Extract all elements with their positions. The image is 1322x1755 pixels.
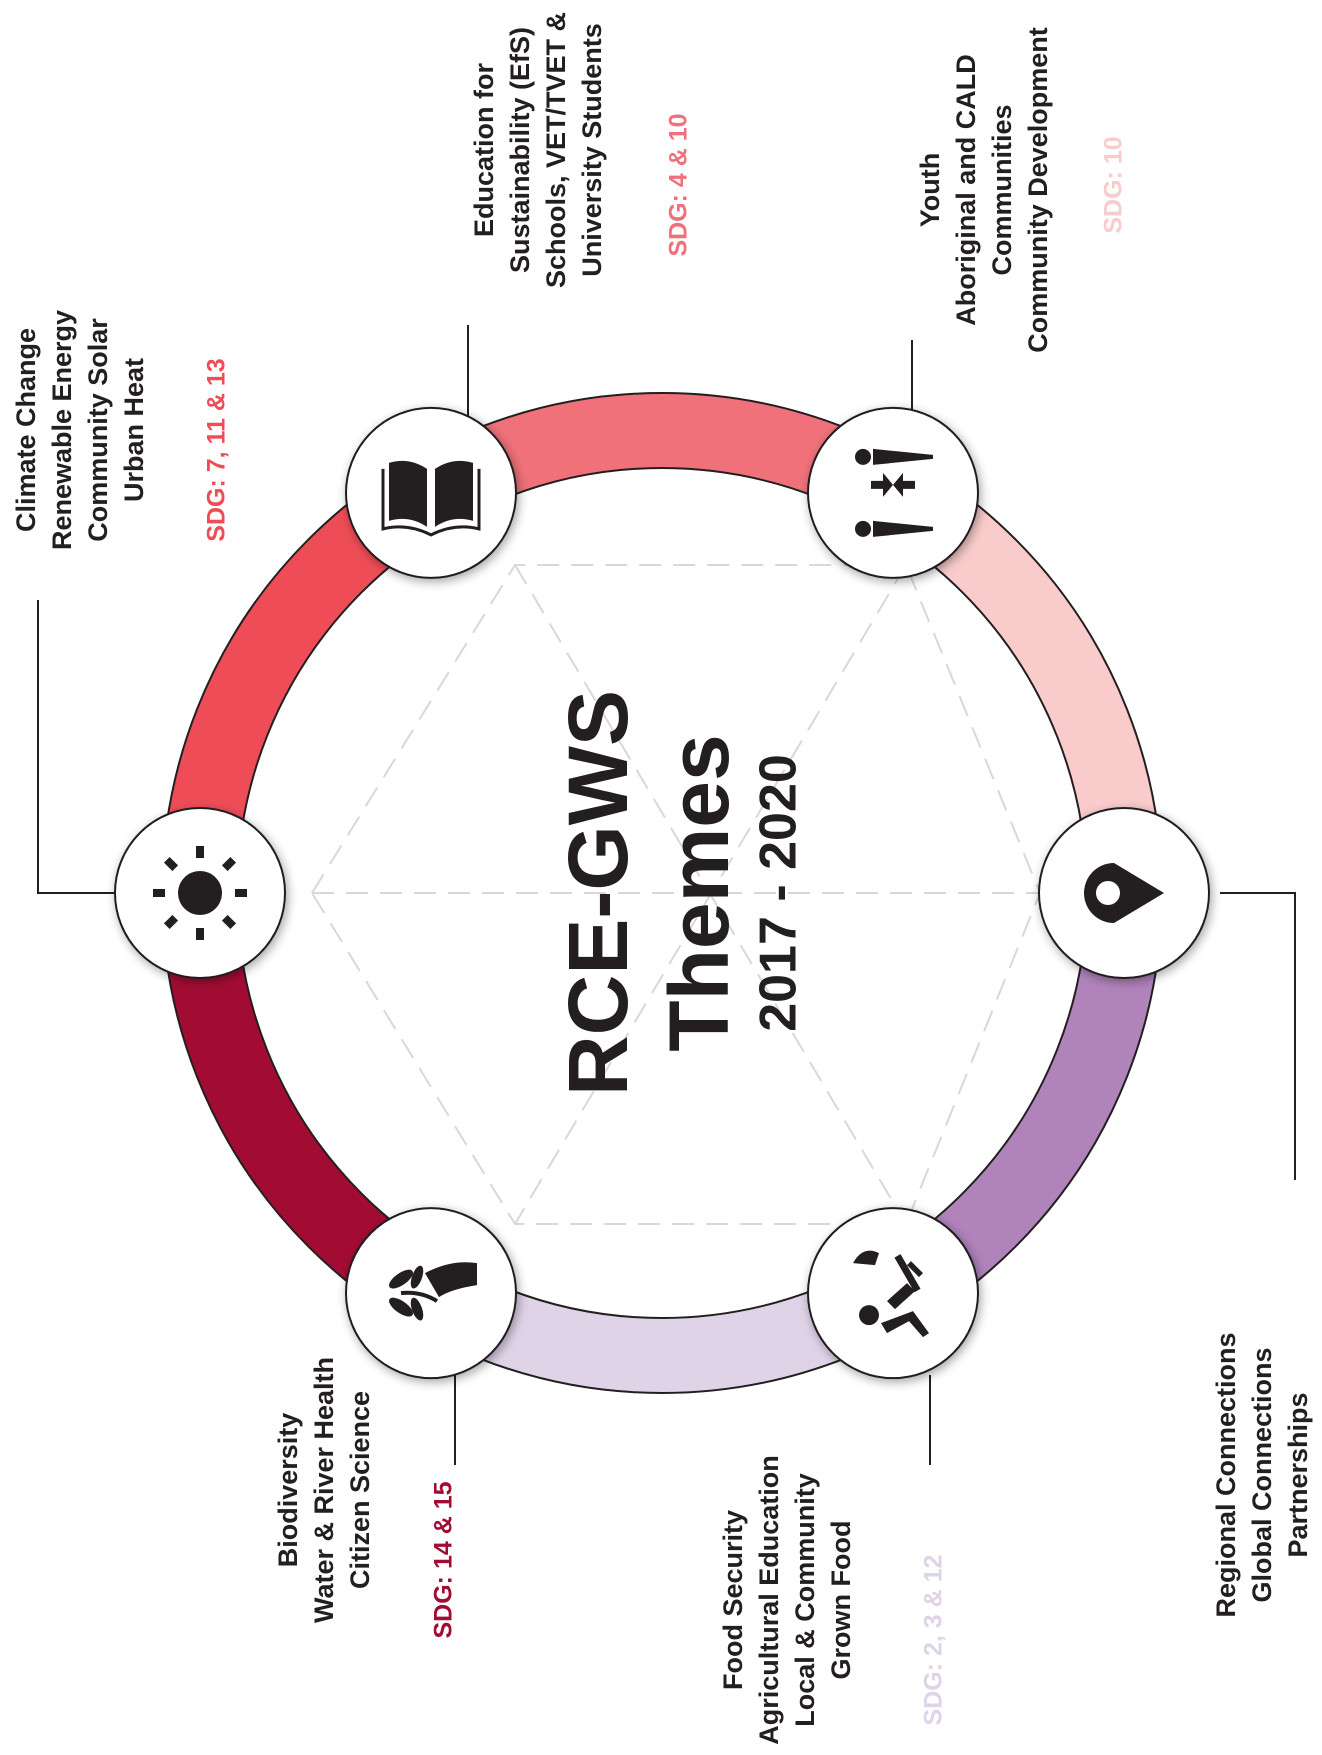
theme-label-line: Education for [469, 63, 499, 237]
theme-label-line: Water & River Health [309, 1357, 339, 1623]
sun-icon [153, 846, 247, 940]
ring-segment [874, 459, 1162, 893]
theme-sdg-label: SDG: 10 [1100, 136, 1128, 233]
theme-node [114, 807, 286, 979]
title-line-1: RCE-GWS [551, 690, 645, 1096]
ring-segment [162, 893, 450, 1327]
theme-label-line: Climate Change [11, 328, 41, 532]
theme-node [807, 406, 979, 579]
theme-label-line: Citizen Science [345, 1391, 375, 1589]
location-pin-icon [1084, 863, 1164, 923]
theme-label-line: Aboriginal and CALD [951, 54, 981, 326]
theme-label-line: Global Connections [1247, 1347, 1277, 1602]
theme-label-line: Regional Connections [1211, 1332, 1241, 1617]
hand-plant-icon [389, 1262, 477, 1321]
theme-label-line: Community Solar [83, 318, 113, 542]
node-circle [345, 406, 517, 579]
ring-segment [412, 1261, 912, 1393]
theme-label-line: Partnerships [1283, 1392, 1313, 1557]
theme-node [345, 1207, 517, 1380]
theme-label-line: Renewable Energy [47, 310, 77, 550]
theme-label-line: Grown Food [826, 1521, 856, 1680]
theme-label-line: Local & Community [790, 1473, 820, 1727]
theme-sdg-label: SDG: 7, 11 & 13 [203, 358, 231, 541]
ring-segment [874, 893, 1162, 1327]
ring-segment [162, 459, 450, 893]
leader-lines [37, 325, 1296, 1465]
theme-label-line: Food Security [718, 1510, 748, 1690]
theme-sdg-label: SDG: 2, 3 & 12 [920, 1555, 948, 1726]
ring-segment [412, 392, 912, 525]
theme-label-line: Community Development [1023, 27, 1053, 353]
theme-sdg-label: SDG: 14 & 15 [430, 1481, 458, 1638]
node-circle [807, 406, 979, 579]
theme-sdg-label: SDG: 4 & 10 [665, 113, 693, 256]
title-line-3: 2017 - 2020 [750, 754, 808, 1032]
theme-label-line: Communities [987, 104, 1017, 275]
title-block: RCE-GWS Themes 2017 - 2020 [551, 690, 808, 1096]
theme-label-line: Biodiversity [273, 1413, 303, 1568]
theme-label-line: University Students [577, 23, 607, 277]
theme-node [1038, 807, 1210, 979]
theme-label-line: Urban Heat [119, 358, 149, 502]
node-circle [807, 1207, 979, 1380]
theme-label-line: Youth [915, 153, 945, 227]
people-exchange-icon [855, 448, 933, 537]
theme-nodes [114, 406, 1210, 1380]
node-circle [345, 1207, 517, 1380]
theme-node [807, 1207, 979, 1380]
open-book-icon [381, 460, 481, 537]
farmer-icon [853, 1250, 929, 1338]
theme-label-line: Sustainability (EfS) [505, 27, 535, 273]
theme-node [345, 406, 517, 579]
theme-label-line: Schools, VET/TVET & [541, 12, 571, 288]
title-line-2: Themes [652, 734, 746, 1051]
theme-label-line: Agricultural Education [754, 1455, 784, 1745]
